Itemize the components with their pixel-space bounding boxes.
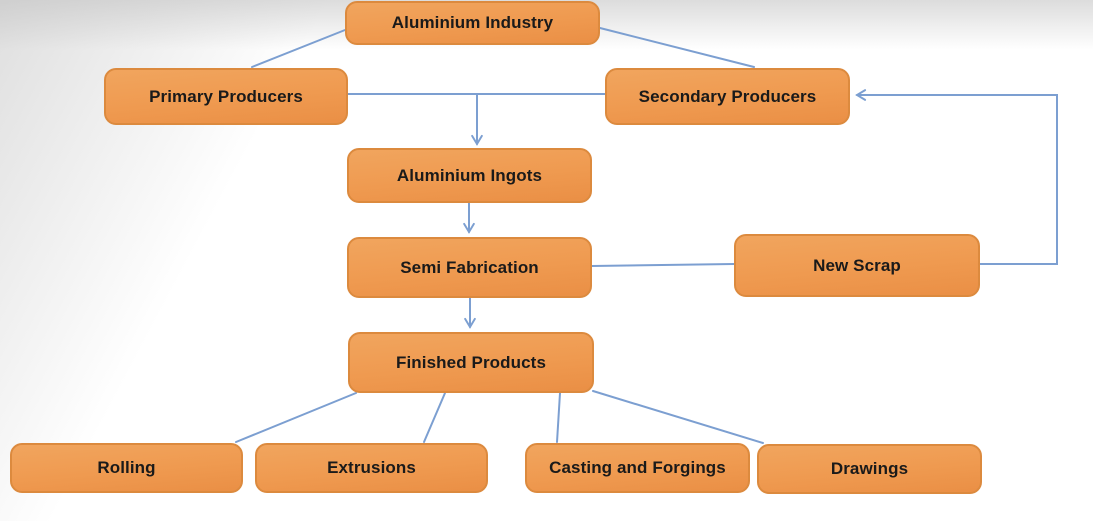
node-extrusions: Extrusions	[255, 443, 488, 493]
node-new-scrap: New Scrap	[734, 234, 980, 297]
node-aluminium-ingots: Aluminium Ingots	[347, 148, 592, 203]
edge-newscrap-loop-to-secondary	[855, 89, 1058, 265]
edge-industry-to-primary	[251, 29, 346, 68]
edge-industry-to-secondary	[599, 27, 755, 68]
node-casting-and-forgings: Casting and Forgings	[525, 443, 750, 493]
edge-finished-to-casting	[556, 392, 561, 443]
edge-finished-to-extrusions	[423, 392, 446, 443]
node-secondary-producers: Secondary Producers	[605, 68, 850, 125]
edge-semifab-to-newscrap	[591, 263, 735, 267]
node-rolling: Rolling	[10, 443, 243, 493]
node-primary-producers: Primary Producers	[104, 68, 348, 125]
edge-finished-to-rolling	[235, 392, 357, 443]
node-semi-fabrication: Semi Fabrication	[347, 237, 592, 298]
node-aluminium-industry: Aluminium Industry	[345, 1, 600, 45]
node-drawings: Drawings	[757, 444, 982, 494]
edge-finished-to-drawings	[592, 390, 764, 444]
node-finished-products: Finished Products	[348, 332, 594, 393]
